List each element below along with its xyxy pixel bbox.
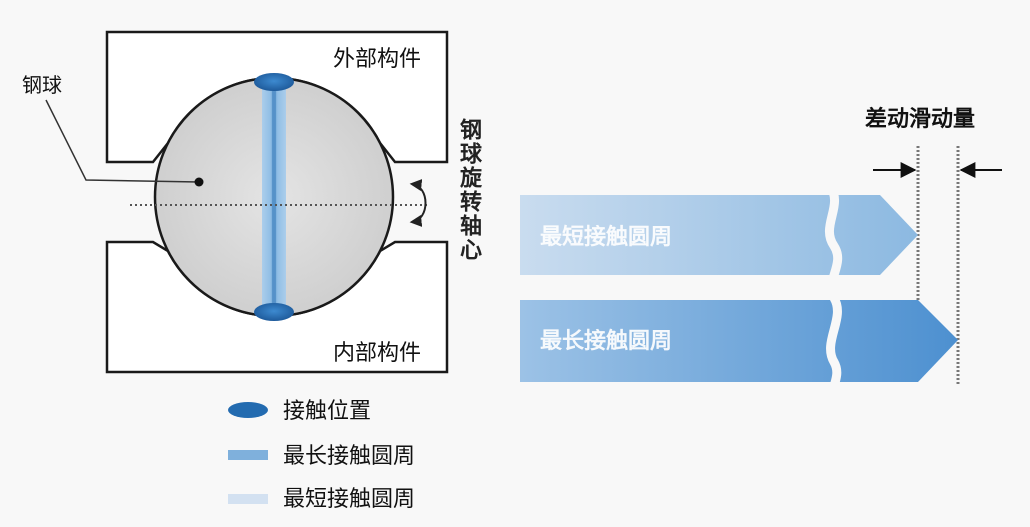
short-circumference-bar-icon xyxy=(228,494,268,504)
contact-ellipse-icon xyxy=(228,402,268,418)
steel-ball-center-dot xyxy=(194,177,204,187)
outer-component-label: 外部构件 xyxy=(333,47,421,72)
top-contact-position xyxy=(254,73,294,91)
rotation-axis-label: 钢球旋转轴心 xyxy=(456,118,481,262)
longest-band-label: 最长接触圆周 xyxy=(540,328,672,354)
bottom-contact-position xyxy=(254,303,294,321)
inner-component-label: 内部构件 xyxy=(333,341,421,366)
long-circumference-bar-icon xyxy=(228,450,268,460)
strip-center-line xyxy=(272,84,276,310)
steel-ball-leader-line xyxy=(45,99,200,183)
shortest-circumference-band xyxy=(520,195,918,275)
legend-label-contact: 接触位置 xyxy=(283,399,371,424)
shortest-band-label: 最短接触圆周 xyxy=(540,224,672,250)
legend-label-longest: 最长接触圆周 xyxy=(283,444,415,469)
steel-ball-label: 钢球 xyxy=(22,73,62,97)
band-break-mark xyxy=(824,183,843,397)
legend-label-shortest: 最短接触圆周 xyxy=(283,487,415,512)
legend: 接触位置 最长接触圆周 最短接触圆周 xyxy=(228,399,415,512)
differential-slip-label: 差动滑动量 xyxy=(865,106,975,132)
longest-circumference-band xyxy=(520,300,958,382)
rotation-arrow-icon xyxy=(409,179,427,227)
